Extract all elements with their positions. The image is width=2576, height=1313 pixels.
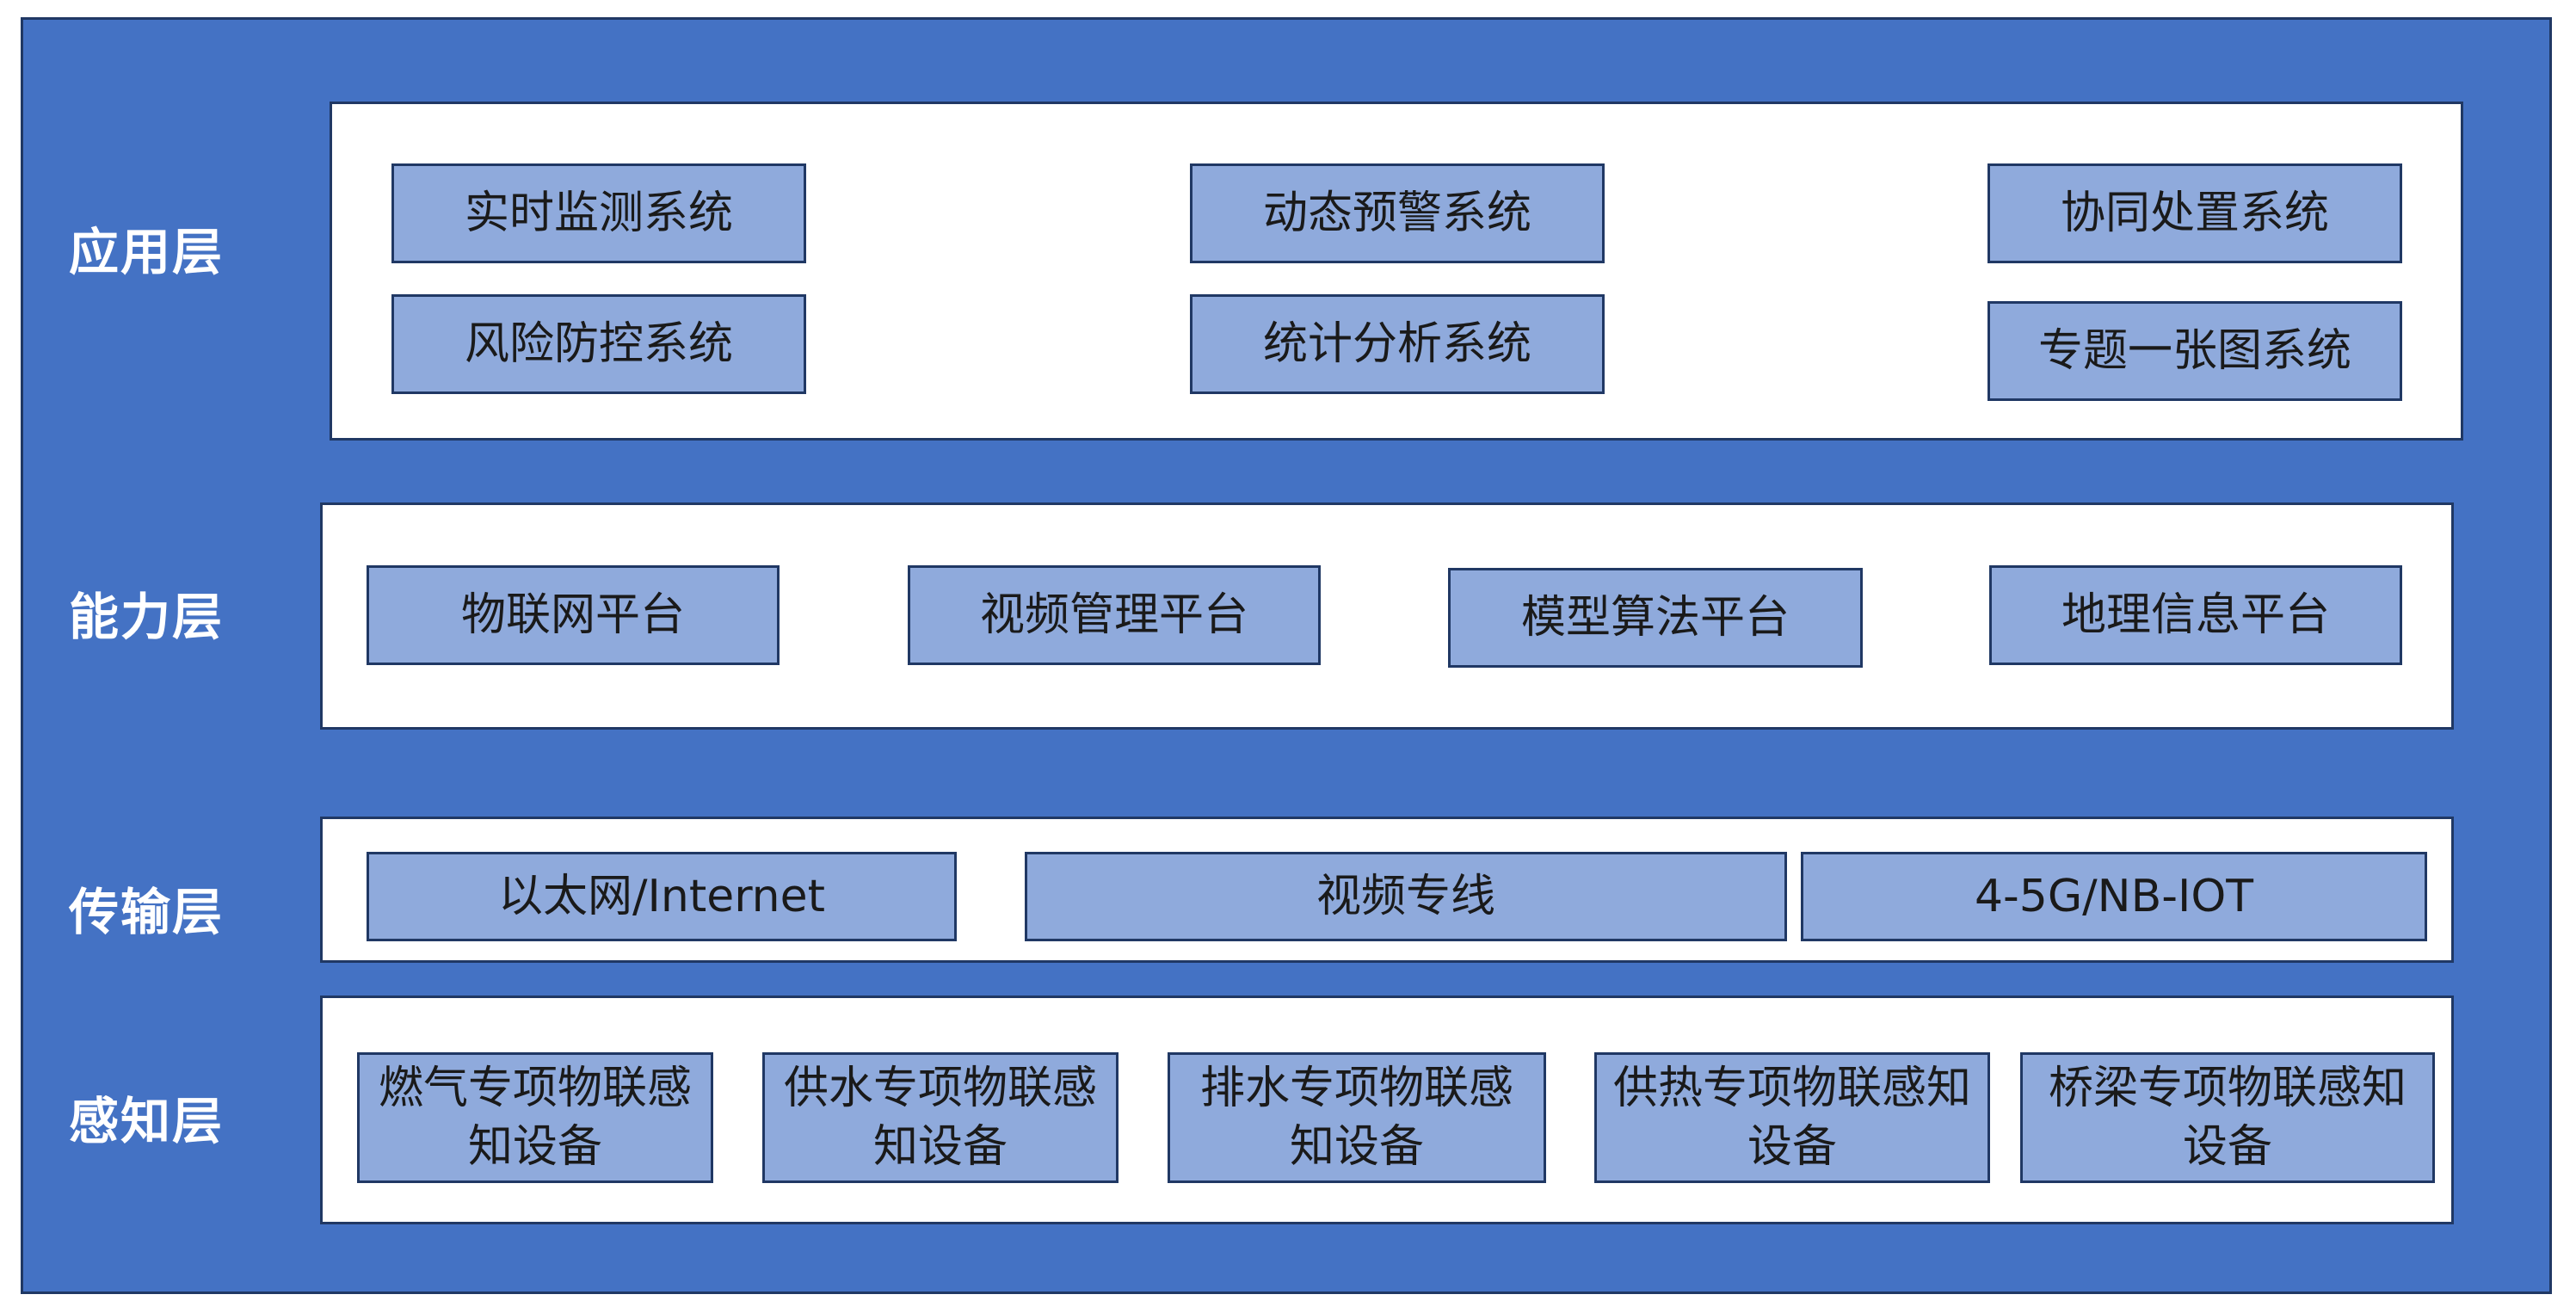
heating-iot-sensing-device-box: 供热专项物联感知设备 xyxy=(1594,1052,1990,1183)
thematic-map-system-box: 专题一张图系统 xyxy=(1987,301,2402,401)
perception-layer-label: 感知层 xyxy=(68,1092,224,1150)
application-layer-label: 应用层 xyxy=(68,223,224,281)
capability-layer-panel: 物联网平台 视频管理平台 模型算法平台 地理信息平台 xyxy=(320,502,2454,730)
application-layer-panel: 实时监测系统 动态预警系统 协同处置系统 风险防控系统 统计分析系统 专题一张图… xyxy=(330,102,2463,441)
video-management-platform-box: 视频管理平台 xyxy=(908,565,1321,665)
collaborative-disposal-system-box: 协同处置系统 xyxy=(1987,163,2402,263)
gas-iot-sensing-device-box: 燃气专项物联感知设备 xyxy=(357,1052,713,1183)
transport-layer-panel: 以太网/Internet 视频专线 4-5G/NB-IOT xyxy=(320,817,2454,963)
statistical-analysis-system-box: 统计分析系统 xyxy=(1190,294,1605,394)
bridge-iot-sensing-device-box: 桥梁专项物联感知设备 xyxy=(2020,1052,2435,1183)
risk-control-system-box: 风险防控系统 xyxy=(391,294,806,394)
iot-platform-box: 物联网平台 xyxy=(367,565,780,665)
realtime-monitoring-system-box: 实时监测系统 xyxy=(391,163,806,263)
video-dedicated-line-box: 视频专线 xyxy=(1025,852,1787,941)
dynamic-warning-system-box: 动态预警系统 xyxy=(1190,163,1605,263)
ethernet-internet-box: 以太网/Internet xyxy=(367,852,957,941)
drainage-iot-sensing-device-box: 排水专项物联感知设备 xyxy=(1168,1052,1546,1183)
4-5g-nb-iot-box: 4-5G/NB-IOT xyxy=(1801,852,2427,941)
capability-layer-label: 能力层 xyxy=(68,588,224,646)
water-supply-iot-sensing-device-box: 供水专项物联感知设备 xyxy=(762,1052,1119,1183)
model-algorithm-platform-box: 模型算法平台 xyxy=(1448,568,1863,668)
transport-layer-label: 传输层 xyxy=(68,883,224,941)
gis-platform-box: 地理信息平台 xyxy=(1989,565,2402,665)
perception-layer-panel: 燃气专项物联感知设备 供水专项物联感知设备 排水专项物联感知设备 供热专项物联感… xyxy=(320,996,2454,1224)
